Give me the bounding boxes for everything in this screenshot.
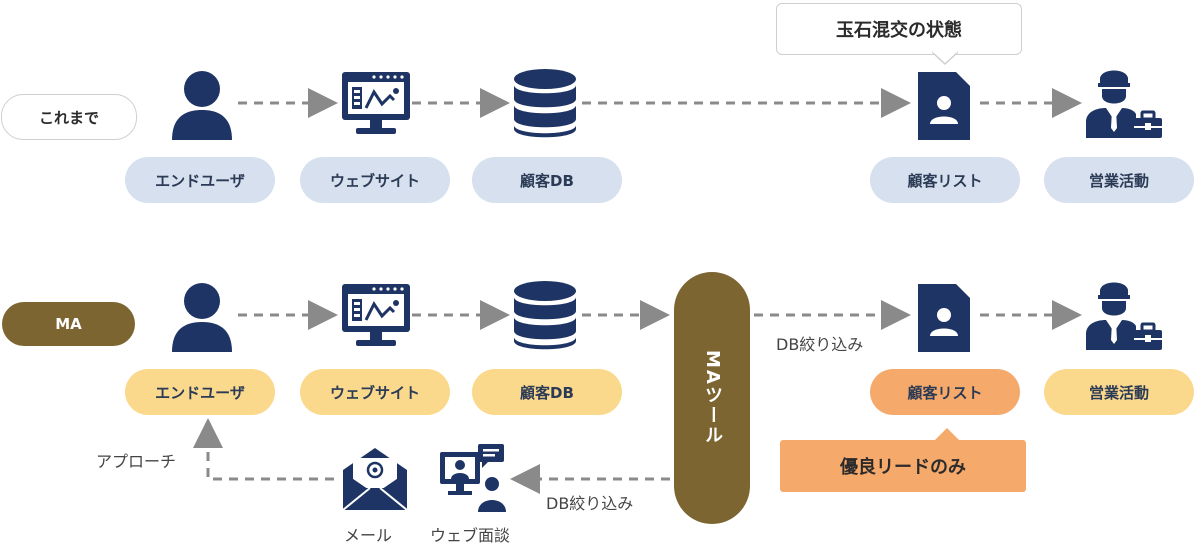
top-node-end-user: エンドユーザ (125, 157, 275, 203)
callout-quality-leads: 優良リードのみ (780, 440, 1026, 492)
filter-label-bottom: DB絞り込み (546, 494, 634, 513)
callout-mixed-quality: 玉石混交の状態 (776, 3, 1022, 55)
bottom-node-customer-list: 顧客リスト (870, 369, 1020, 415)
top-node-customer-list: 顧客リスト (870, 157, 1020, 203)
bottom-node-website: ウェブサイト (300, 369, 450, 415)
ma-tool-pill: MAツール (674, 272, 750, 524)
ma-tool-label: MAツール (702, 350, 723, 446)
channel-mail-label: メール (344, 526, 393, 545)
quality-callout-pointer (934, 428, 960, 441)
approach-label: アプローチ (96, 452, 177, 471)
contact-card-icon (918, 72, 970, 140)
user-icon (172, 283, 232, 352)
database-icon (514, 69, 576, 138)
callout-mixed-quality-text: 玉石混交の状態 (836, 20, 962, 41)
user-icon (172, 71, 232, 140)
bottom-node-sales: 営業活動 (1044, 369, 1194, 415)
top-node-customer-db: 顧客DB (472, 157, 622, 203)
bottom-node-end-user: エンドユーザ (125, 369, 275, 415)
filter-label-top: DB絞り込み (776, 335, 864, 354)
row-tag-ma: MA (2, 302, 135, 346)
website-monitor-icon (342, 284, 410, 346)
top-node-sales: 営業活動 (1044, 157, 1194, 203)
row-tag-before: これまで (1, 94, 137, 140)
arrow-mail-to-user (193, 418, 334, 481)
channel-web-meeting-label: ウェブ面談 (430, 526, 511, 545)
bottom-node-customer-db: 顧客DB (472, 369, 622, 415)
callout-pointer (932, 51, 958, 65)
sales-person-icon (1086, 282, 1162, 350)
mail-icon (342, 448, 408, 511)
website-monitor-icon (342, 72, 410, 134)
contact-card-icon (918, 284, 970, 352)
callout-quality-leads-text: 優良リードのみ (840, 457, 966, 478)
sales-person-icon (1086, 70, 1162, 138)
database-icon (514, 281, 576, 350)
web-meeting-icon (440, 444, 506, 512)
top-node-website: ウェブサイト (300, 157, 450, 203)
